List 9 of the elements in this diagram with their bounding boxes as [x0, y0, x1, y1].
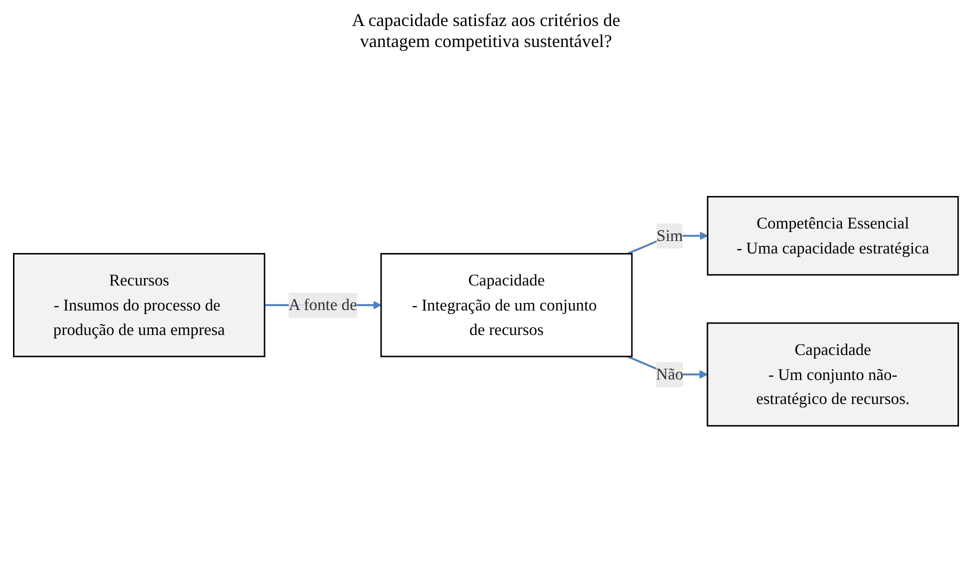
edge-label: Não	[656, 365, 684, 384]
flowchart: A fonte de Sim Não Recursos - Insumos do processo de produção de uma empresa Capacidade - Integração de um conjunto de recursos Competência Essencial - Uma capacidade estratégica Capacidade - Um conjunto não-estratégico de recursos.	[6, 189, 966, 434]
node-box	[706, 322, 959, 427]
node-box	[380, 253, 633, 358]
node-box	[13, 253, 266, 358]
edge-label: Sim	[656, 226, 683, 245]
question-text: A capacidade satisfaz aos critérios de vantagem competitiva sustentável?	[350, 10, 622, 52]
node-box	[706, 196, 959, 276]
edge-label: A fonte de	[288, 296, 357, 314]
